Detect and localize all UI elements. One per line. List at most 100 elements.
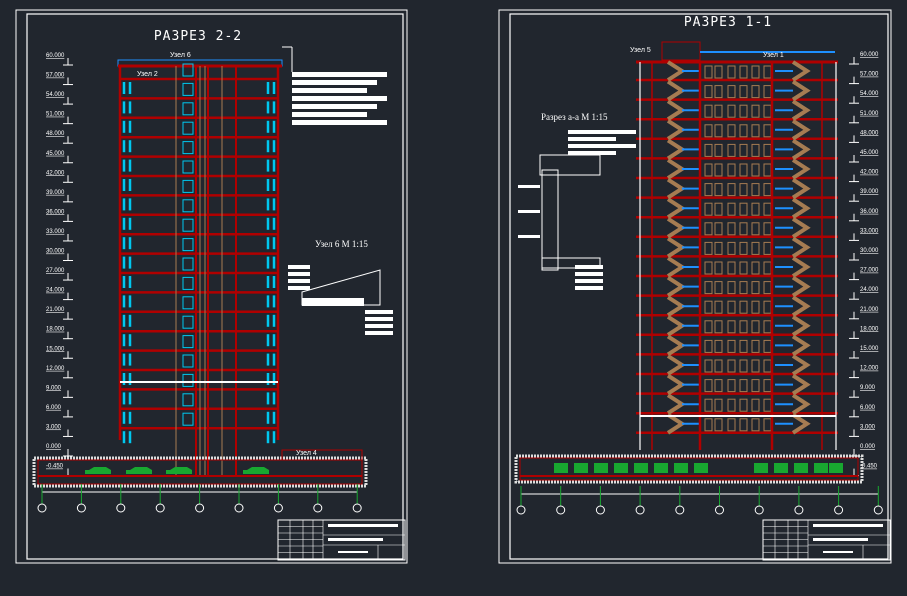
door-opening: [182, 218, 194, 232]
level-mark-label: 0.000: [860, 444, 876, 450]
grid-axis-bubble: [234, 503, 244, 513]
door-opening: [182, 102, 194, 116]
basement-outline: [519, 457, 859, 481]
window: [704, 241, 713, 255]
car-icon: [794, 463, 808, 473]
grid-axis-bubble: [76, 503, 86, 513]
window: [751, 339, 760, 353]
window: [763, 281, 772, 295]
level-mark-label: 39.000: [860, 189, 879, 195]
window: [727, 379, 736, 393]
stair-flight: [791, 138, 811, 161]
window: [727, 359, 736, 373]
stair-flight: [666, 334, 686, 357]
window: [704, 359, 713, 373]
level-mark-label: 48.000: [46, 131, 65, 137]
title-block: [277, 519, 406, 561]
level-mark-label: 36.000: [860, 209, 879, 215]
level-mark-label: 39.000: [46, 190, 65, 196]
car-icon: [654, 463, 668, 473]
stair-flight: [666, 295, 686, 317]
window: [751, 202, 760, 216]
section-title: РАЗРЕЗ 1-1: [684, 15, 772, 30]
window: [739, 124, 748, 138]
window: [714, 183, 723, 197]
stair-flight: [666, 60, 686, 82]
level-mark-label: 9.000: [860, 385, 876, 391]
car-icon: [574, 463, 588, 473]
note-text: [292, 88, 367, 93]
window: [727, 222, 736, 236]
door-opening: [182, 82, 194, 96]
window: [714, 398, 723, 412]
sheet-border-inner: [26, 13, 404, 560]
window: [739, 104, 748, 118]
level-mark-label: 51.000: [860, 111, 879, 117]
stair-flight: [791, 119, 811, 141]
window: [763, 202, 772, 216]
window: [739, 320, 748, 334]
car-icon: [166, 467, 192, 474]
detail-section-slab: [541, 257, 601, 269]
window: [704, 65, 713, 79]
window: [751, 183, 760, 197]
stair-flight: [791, 315, 811, 337]
door-opening: [182, 121, 194, 135]
grid-axis-bubble: [675, 505, 685, 515]
window: [739, 379, 748, 393]
window: [714, 163, 723, 177]
car-icon: [594, 463, 608, 473]
stair-flight: [791, 79, 811, 102]
title-block-text: [328, 524, 398, 527]
door-opening: [182, 199, 194, 213]
window: [763, 124, 772, 138]
level-mark-label: 24.000: [860, 287, 879, 293]
window: [704, 418, 713, 432]
window: [714, 359, 723, 373]
level-mark-label: 30.000: [46, 249, 65, 255]
grid-axis-bubble: [516, 505, 526, 515]
door-opening: [182, 160, 194, 174]
window: [739, 339, 748, 353]
window: [739, 418, 748, 432]
level-mark-label: 27.000: [860, 268, 879, 274]
window: [751, 163, 760, 177]
door-opening: [182, 412, 194, 426]
window: [751, 241, 760, 255]
window: [763, 241, 772, 255]
window: [714, 418, 723, 432]
door-opening: [182, 238, 194, 252]
level-mark-label: 57.000: [46, 73, 65, 79]
window: [714, 202, 723, 216]
window: [751, 85, 760, 99]
level-mark-label: 36.000: [46, 209, 65, 215]
stair-flight: [666, 197, 686, 219]
note-text: [292, 72, 387, 77]
level-mark-label: 60.000: [46, 53, 65, 59]
car-icon: [85, 467, 111, 474]
window: [704, 124, 713, 138]
window: [727, 183, 736, 197]
window: [714, 261, 723, 275]
door-opening: [182, 257, 194, 271]
note-text: [365, 310, 393, 314]
window: [727, 163, 736, 177]
detail-title: Разрез а-а М 1:15: [541, 112, 608, 122]
window: [751, 104, 760, 118]
window: [763, 85, 772, 99]
window: [751, 222, 760, 236]
note-text: [292, 104, 377, 109]
window: [751, 398, 760, 412]
window: [714, 320, 723, 334]
window: [727, 85, 736, 99]
level-mark-label: 45.000: [860, 150, 879, 156]
level-mark-label: 54.000: [46, 92, 65, 98]
entrance-block: [281, 449, 363, 461]
stair-flight: [666, 158, 686, 180]
door-opening: [182, 296, 194, 310]
stair-flight: [666, 177, 686, 200]
window: [763, 163, 772, 177]
car-icon: [243, 467, 269, 474]
window: [739, 359, 748, 373]
